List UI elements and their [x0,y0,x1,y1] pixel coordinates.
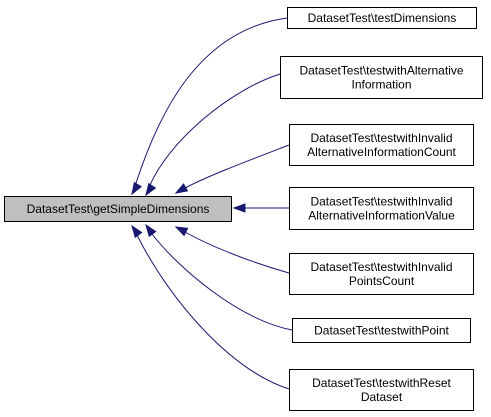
node-label: DatasetTest\getSimpleDimensions [27,202,210,216]
call-edges [131,17,293,390]
edge-line [131,225,290,390]
caller-node-testwithinvalidalternativeinformationvalue[interactable]: DatasetTest\testwithInvalidAlternativeIn… [289,187,474,230]
edge-testDimensions [131,17,288,196]
node-label: AlternativeInformationCount [307,145,456,159]
caller-node-testwithinvalidalternativeinformationcount[interactable]: DatasetTest\testwithInvalidAlternativeIn… [289,124,474,166]
edge-testwithAlternativeInformation [145,73,281,197]
node-box [287,7,477,29]
caller-node-testwithpoint[interactable]: DatasetTest\testwithPoint [292,318,471,343]
arrowhead-icon [131,181,143,196]
arrowhead-icon [145,223,157,238]
arrowhead-icon [232,203,246,213]
edge-testwithInvalidPointsCount [174,226,290,274]
node-box [280,56,483,99]
edge-line [175,144,290,194]
edge-testwithInvalidAlternativeInformationValue [232,203,290,213]
node-box [289,124,474,166]
node-label: DatasetTest\testwithInvalid [310,260,452,274]
arrowhead-icon [145,182,157,197]
edge-testwithResetDataset [131,224,290,390]
graph-nodes: DatasetTest\getSimpleDimensionsDatasetTe… [4,7,483,411]
edge-line [131,17,288,195]
caller-node-testdimensions[interactable]: DatasetTest\testDimensions [287,7,477,29]
caller-node-testwithalternativeinformation[interactable]: DatasetTest\testwithAlternativeInformati… [280,56,483,99]
node-label: DatasetTest\testDimensions [308,11,457,25]
node-label: Dataset [361,390,403,404]
node-box [289,369,474,411]
node-label: DatasetTest\testwithAlternative [299,64,463,78]
arrowhead-icon [131,224,143,239]
edge-line [145,224,293,331]
edge-testwithPoint [145,223,293,331]
node-box [289,253,474,295]
arrowhead-icon [174,183,189,194]
edge-line [175,226,290,274]
node-label: DatasetTest\testwithReset [312,376,451,390]
arrowhead-icon [174,226,189,237]
node-label: AlternativeInformationValue [308,209,455,223]
node-box [4,196,232,222]
root-node-getsimpledimensions[interactable]: DatasetTest\getSimpleDimensions [4,196,232,222]
node-label: DatasetTest\testwithInvalid [310,195,452,209]
node-label: PointsCount [349,274,415,288]
edge-line [145,73,281,196]
node-label: Information [351,78,411,92]
node-box [292,318,471,343]
node-label: DatasetTest\testwithPoint [314,324,449,338]
node-box [289,187,474,230]
edge-testwithInvalidAlternativeInformationCount [174,144,290,194]
node-label: DatasetTest\testwithInvalid [310,131,452,145]
